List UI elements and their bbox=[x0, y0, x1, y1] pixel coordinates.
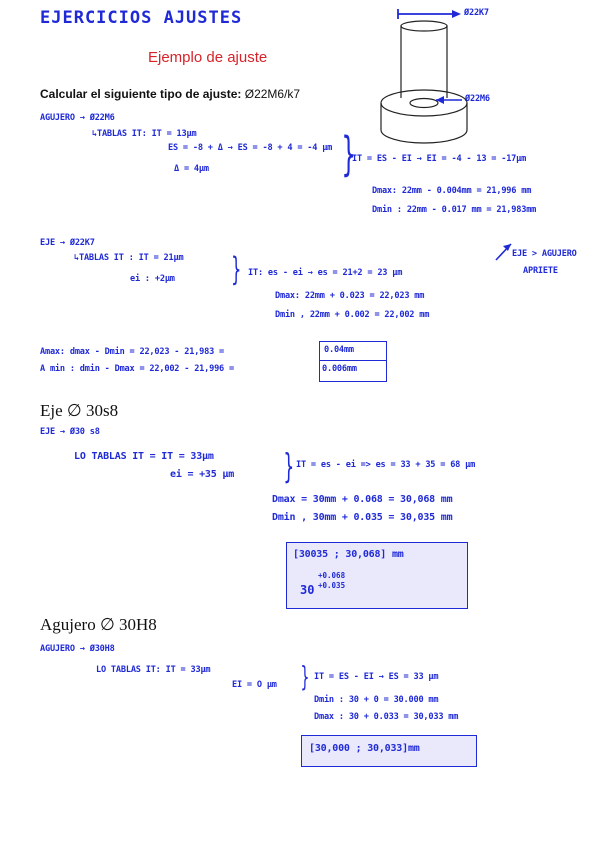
hole30-heading: AGUJERO → Ø30H8 bbox=[40, 644, 115, 654]
hole30-tables-line: LO TABLAS IT: IT = 33μm bbox=[96, 665, 211, 675]
shaft-it-result: IT: es - ei → es = 21+2 = 23 μm bbox=[248, 268, 403, 278]
max-interference-value: 0.04mm bbox=[324, 345, 354, 355]
shaft30-interval: [30035 ; 30,068] mm bbox=[293, 549, 404, 560]
divider bbox=[320, 360, 386, 361]
subtitle: Ejemplo de ajuste bbox=[148, 49, 268, 66]
hole-dmin: Dmin : 22mm - 0.017 mm = 21,983mm bbox=[372, 205, 537, 215]
interference-note: EJE > AGUJERO bbox=[512, 249, 577, 259]
interference-result-box bbox=[319, 341, 387, 382]
shaft-dmin: Dmin , 22mm + 0.002 = 22,002 mm bbox=[275, 310, 430, 320]
exercise-prompt: Calcular el siguiente tipo de ajuste: Ø2… bbox=[40, 87, 300, 101]
hole30-interval: [30,000 ; 30,033]mm bbox=[309, 743, 420, 754]
hole-dmax: Dmax: 22mm - 0.004mm = 21,996 mm bbox=[372, 186, 532, 196]
brace: } bbox=[300, 660, 310, 693]
shaft30-result-box bbox=[286, 542, 468, 609]
min-interference-line: A min : dmin - Dmax = 22,002 - 21,996 = bbox=[40, 364, 234, 374]
hole-delta-line: Δ = 4μm bbox=[174, 164, 209, 174]
page-title: EJERCICIOS AJUSTES bbox=[40, 8, 243, 28]
brace: } bbox=[231, 250, 242, 288]
hole-it-result: IT = ES - EI → EI = -4 - 13 = -17μm bbox=[352, 154, 527, 164]
hole-es-line: ES = -8 + Δ → ES = -8 + 4 = -4 μm bbox=[168, 143, 333, 153]
shaft30-ei-line: ei = +35 μm bbox=[170, 469, 235, 480]
hole30-ei-line: EI = O μm bbox=[232, 680, 277, 690]
section-title-shaft-30s8: Eje ∅ 30s8 bbox=[40, 401, 119, 420]
shaft-tables-line: ↳TABLAS IT : IT = 21μm bbox=[74, 253, 184, 263]
shaft30-tables-line: LO TABLAS IT = IT = 33μm bbox=[74, 451, 214, 462]
prompt-value: Ø22M6/k7 bbox=[244, 87, 301, 101]
shaft30-dim-base: 30 bbox=[300, 583, 315, 597]
shaft30-dim-lower: +0.035 bbox=[318, 581, 346, 590]
shaft-dimension-label: Ø22K7 bbox=[464, 8, 489, 18]
prompt-label: Calcular el siguiente tipo de ajuste: bbox=[40, 87, 242, 101]
brace: } bbox=[341, 127, 356, 181]
shaft30-dim-upper: +0.068 bbox=[318, 571, 346, 580]
interference-note-type: APRIETE bbox=[523, 266, 558, 276]
shaft-heading: EJE → Ø22K7 bbox=[40, 238, 95, 248]
hole-tables-line: ↳TABLAS IT: IT = 13μm bbox=[92, 129, 197, 139]
shaft-ei-line: ei : +2μm bbox=[130, 274, 175, 284]
shaft30-dmax: Dmax = 30mm + 0.068 = 30,068 mm bbox=[272, 494, 453, 505]
hole30-result-box bbox=[301, 735, 477, 767]
hole30-it-result: IT = ES - EI → ES = 33 μm bbox=[314, 672, 439, 682]
section-title-hole-30h8: Agujero ∅ 30H8 bbox=[40, 615, 157, 634]
max-interference-line: Amax: dmax - Dmin = 22,023 - 21,983 = bbox=[40, 347, 225, 357]
hole-heading: AGUJERO → Ø22M6 bbox=[40, 113, 115, 123]
shaft30-heading: EJE → Ø30 s8 bbox=[40, 427, 100, 437]
shaft30-it-result: IT = es - ei => es = 33 + 35 = 68 μm bbox=[296, 460, 476, 470]
hole-dimension-label: Ø22M6 bbox=[465, 94, 490, 104]
shaft-dmax: Dmax: 22mm + 0.023 = 22,023 mm bbox=[275, 291, 425, 301]
hole30-dmin: Dmin : 30 + 0 = 30.000 mm bbox=[314, 695, 439, 705]
min-interference-value: 0.006mm bbox=[322, 364, 357, 374]
hole30-dmax: Dmax : 30 + 0.033 = 30,033 mm bbox=[314, 712, 459, 722]
brace: } bbox=[283, 447, 295, 487]
shaft30-dmin: Dmin , 30mm + 0.035 = 30,035 mm bbox=[272, 512, 453, 523]
